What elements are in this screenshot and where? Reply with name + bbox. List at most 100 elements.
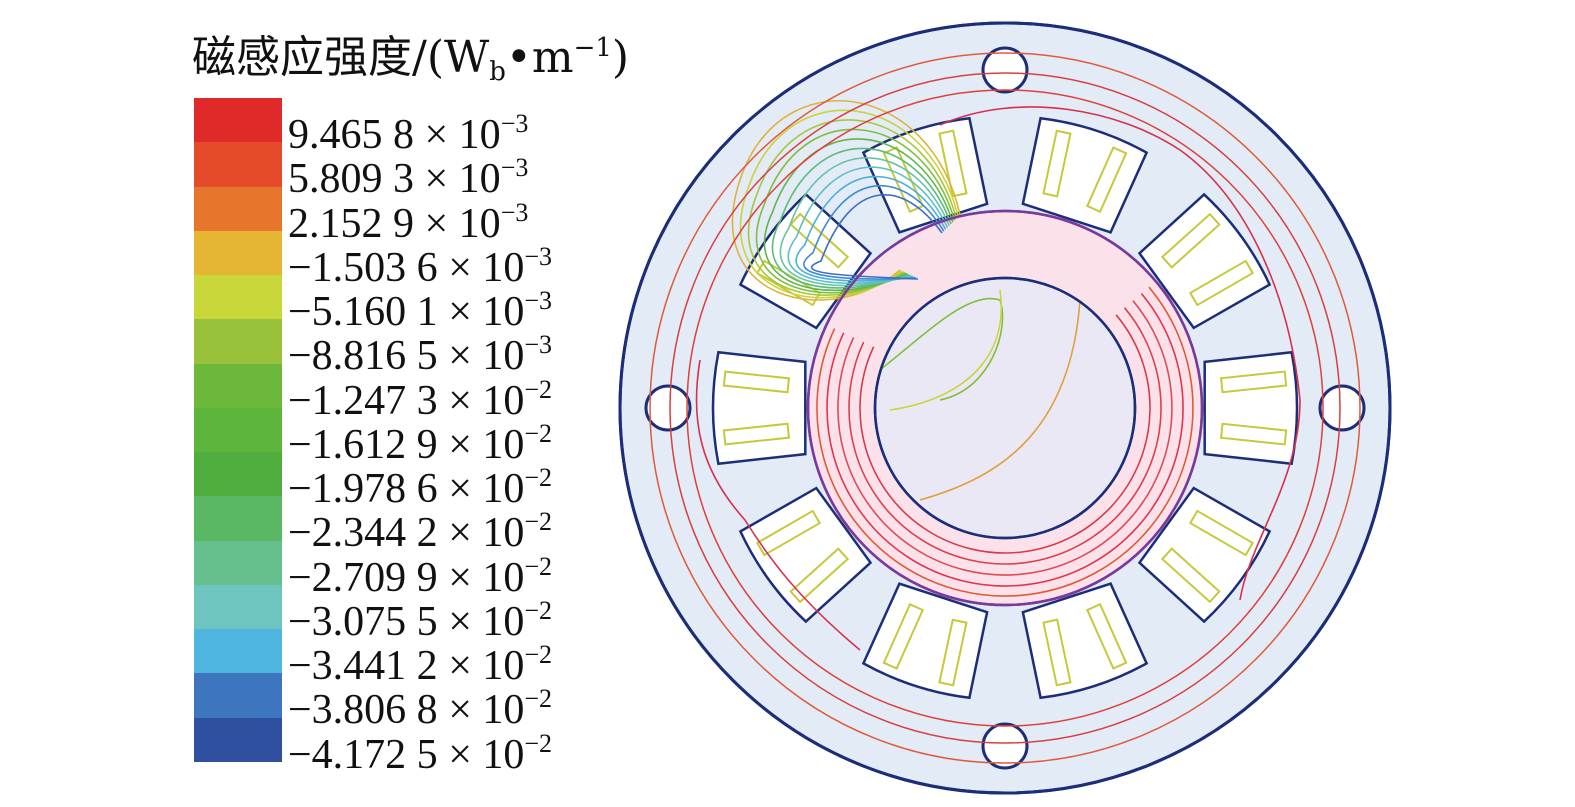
colorbar-swatch <box>194 717 282 762</box>
coil-winding <box>789 547 850 604</box>
colorbar-swatch <box>194 98 282 143</box>
colorbar-label-exponent: −2 <box>524 463 553 493</box>
colorbar-label-times: × 10 <box>437 289 525 336</box>
flux-line <box>939 106 1301 601</box>
colorbar-label-exponent: −2 <box>524 418 553 448</box>
colorbar-swatch <box>194 275 282 320</box>
colorbar-label-value: 2.152 9 <box>288 200 414 247</box>
flux-line <box>649 52 1361 764</box>
colorbar-label-value: −3.441 2 <box>288 643 438 690</box>
stator-slot <box>1137 486 1272 624</box>
colorbar-label-exponent: −3 <box>500 153 529 183</box>
stator-slot <box>1137 192 1272 330</box>
coil-winding <box>755 259 822 307</box>
motor-outlines <box>618 21 1392 795</box>
colorbar-swatch <box>194 186 282 231</box>
flux-line <box>826 293 1184 587</box>
colorbar-label-exponent: −2 <box>524 595 553 625</box>
flux-line <box>889 289 1003 411</box>
colorbar-label-times: × 10 <box>437 687 525 734</box>
colorbar-label-value: −8.816 5 <box>288 333 438 380</box>
colorbar-swatch <box>194 319 282 364</box>
colorbar-label-value: −5.160 1 <box>288 289 438 336</box>
rotor-ring-outline <box>806 209 1204 607</box>
stator-slot <box>738 486 873 624</box>
mounting-hole <box>981 46 1029 94</box>
colorbar-label: −1.612 9 × 10−2 <box>288 414 553 466</box>
flux-line <box>763 138 954 292</box>
coil-winding <box>1188 259 1255 307</box>
colorbar-label: −3.075 5 × 10−2 <box>288 591 553 643</box>
coil-winding <box>1219 422 1288 446</box>
flux-line <box>803 185 945 280</box>
colorbar-label: −1.978 6 × 10−2 <box>288 458 553 510</box>
coil-winding <box>755 509 822 557</box>
colorbar-label-times: × 10 <box>437 731 525 778</box>
flux-line <box>837 300 1173 576</box>
colorbar-swatch <box>194 230 282 276</box>
colorbar-label: 2.152 9 × 10−3 <box>288 193 529 245</box>
colorbar-label: −1.503 6 × 10−3 <box>288 237 553 289</box>
mounting-hole <box>981 722 1029 770</box>
flux-line <box>755 128 956 294</box>
coil-winding <box>1042 618 1072 687</box>
colorbar-label-exponent: −2 <box>524 507 553 537</box>
coil-winding <box>938 129 968 198</box>
mounting-hole <box>644 384 692 432</box>
coil-winding <box>1085 602 1128 670</box>
colorbar-label: −2.709 9 × 10−2 <box>288 547 553 599</box>
colorbar-label: −3.806 8 × 10−2 <box>288 679 553 731</box>
colorbar-label-exponent: −3 <box>524 241 553 271</box>
colorbar-label-exponent: −2 <box>524 728 553 758</box>
colorbar-label-exponent: −3 <box>524 330 553 360</box>
colorbar-swatch <box>194 407 282 453</box>
coil-winding <box>1160 212 1221 269</box>
legend-title-sup: −1 <box>573 33 612 63</box>
colorbar-label-times: × 10 <box>437 466 525 513</box>
colorbar-label-value: −2.344 2 <box>288 510 438 557</box>
colorbar-swatch <box>194 496 282 541</box>
colorbar-label-times: × 10 <box>437 510 525 557</box>
colorbar-label-times: × 10 <box>414 156 501 203</box>
flux-line <box>739 109 959 299</box>
coil-winding <box>1085 146 1128 214</box>
colorbar-label-times: × 10 <box>437 643 525 690</box>
colorbar-label-times: × 10 <box>437 421 525 468</box>
colorbar-label-value: 9.465 8 <box>288 112 414 158</box>
flux-line <box>779 157 950 287</box>
colorbar-label-times: × 10 <box>437 244 525 291</box>
colorbar-label-times: × 10 <box>414 200 501 247</box>
colorbar-label-times: × 10 <box>414 112 501 158</box>
colorbar-swatch <box>194 673 282 718</box>
colorbar-label-value: −3.806 8 <box>288 687 438 734</box>
coil-winding <box>789 212 850 269</box>
colorbar-label-exponent: −2 <box>524 374 553 404</box>
colorbar-label-value: −3.075 5 <box>288 598 438 645</box>
stator-slot <box>711 350 807 466</box>
colorbar-swatch <box>194 363 282 408</box>
colorbar-label: −3.441 2 × 10−2 <box>288 635 552 687</box>
colorbar-label-exponent: −2 <box>524 551 553 581</box>
coil-winding <box>1042 129 1072 198</box>
colorbar-label-exponent: −2 <box>524 684 553 714</box>
colorbar-label-value: −1.612 9 <box>288 421 438 468</box>
colorbar-label: −1.247 3 × 10−2 <box>288 370 553 422</box>
colorbar-swatch <box>194 452 282 497</box>
colorbar-label-exponent: −3 <box>524 286 553 316</box>
flux-line <box>859 314 1151 554</box>
coil-winding <box>1219 370 1288 394</box>
colorbar-label-exponent: −3 <box>500 197 529 227</box>
coil-winding <box>1160 547 1221 604</box>
coil-winding <box>722 370 791 394</box>
flux-line <box>848 307 1162 565</box>
colorbar-swatch <box>194 540 282 585</box>
legend-title-end: ) <box>611 32 630 83</box>
flux-line <box>795 175 947 282</box>
coil-winding <box>722 422 791 446</box>
colorbar-label: −2.344 2 × 10−2 <box>288 502 553 554</box>
colorbar-label-value: −4.172 5 <box>288 731 438 778</box>
colorbar-label: 9.465 8 × 10−3 <box>288 104 528 156</box>
colorbar-label-value: 5.809 3 <box>288 156 414 203</box>
legend-title-sub: b <box>489 57 506 87</box>
rotor-core-outline <box>873 276 1137 540</box>
